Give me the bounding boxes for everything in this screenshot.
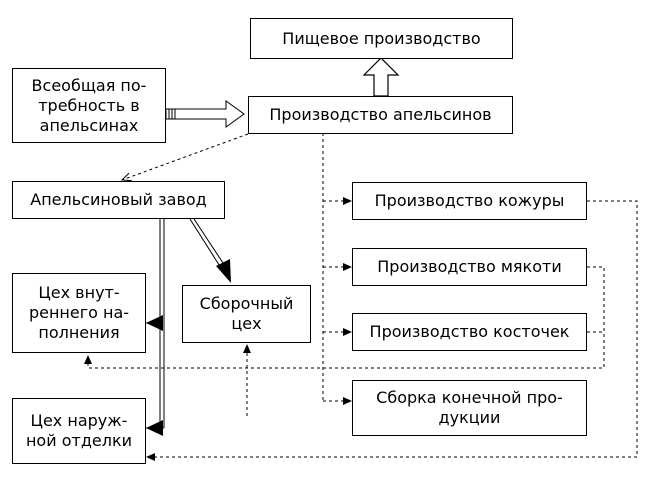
dashed-return-to-filling (84, 266, 605, 369)
node-pit-production: Производство косточек (352, 313, 587, 351)
node-label: Сборочный цех (199, 294, 294, 333)
node-general-need: Всеобщая по- требность в апельсинах (12, 68, 166, 143)
node-label: Всеобщая по- требность в апельсинах (31, 75, 147, 135)
hollow-arrow-up (362, 57, 400, 97)
node-filling-shop: Цех внут- реннего на- полнения (12, 273, 146, 353)
node-pulp-production: Производство мякоти (352, 248, 587, 286)
node-label: Производство мякоти (377, 257, 562, 276)
node-label: Цех внут- реннего на- полнения (28, 283, 130, 342)
node-orange-production: Производство апельсинов (248, 96, 513, 134)
hollow-arrow-right (165, 100, 245, 128)
node-label: Производство апельсинов (269, 105, 492, 124)
node-label: Производство кожуры (374, 191, 565, 210)
dashed-return-to-finishing (146, 200, 638, 461)
node-orange-factory: Апельсиновый завод (12, 181, 225, 219)
node-assembly-shop: Сборочный цех (182, 285, 311, 343)
node-label: Цех наруж- ной отделки (25, 411, 133, 450)
node-label: Пищевое производство (282, 28, 481, 48)
node-label: Сборка конечной про- дукции (376, 388, 563, 427)
node-label: Апельсиновый завод (30, 190, 207, 209)
node-peel-production: Производство кожуры (352, 182, 587, 220)
node-final-assembly: Сборка конечной про- дукции (352, 380, 587, 436)
node-label: Производство косточек (369, 322, 570, 341)
node-finishing-shop: Цех наруж- ной отделки (12, 398, 146, 464)
double-arrow-to-assembly (189, 218, 231, 283)
dashed-arrow-to-factory (122, 133, 249, 180)
node-food-production: Пищевое производство (250, 18, 513, 59)
